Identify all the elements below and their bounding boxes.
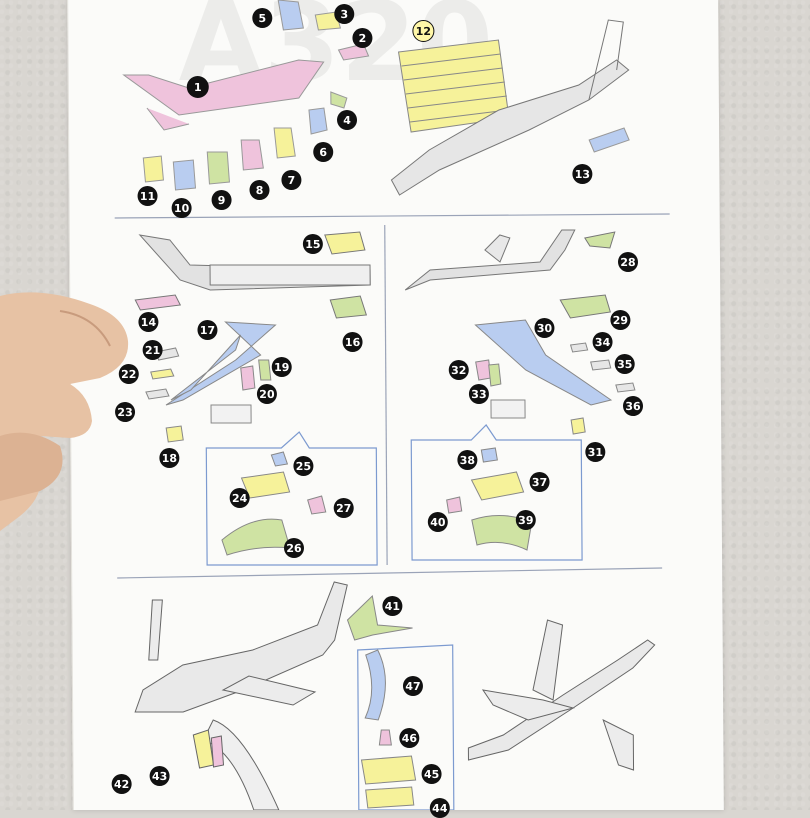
divider-bottom: [117, 567, 663, 579]
label-2: 2: [352, 28, 373, 48]
label-9: 9: [211, 190, 232, 210]
label-38: 38: [457, 450, 478, 470]
instruction-drawings: A320: [114, 0, 670, 810]
detail-box-right: [410, 424, 583, 561]
label-39: 39: [515, 510, 536, 530]
blue-wing-left: [165, 321, 277, 406]
label-3: 3: [334, 4, 355, 24]
label-18: 18: [159, 448, 180, 468]
stand-detail-box: [357, 644, 455, 810]
label-35: 35: [614, 354, 635, 374]
label-27: 27: [333, 498, 354, 518]
label-20: 20: [256, 384, 277, 404]
label-30: 30: [534, 318, 555, 338]
label-11: 11: [137, 186, 158, 206]
label-19: 19: [271, 357, 292, 377]
label-29: 29: [610, 310, 631, 330]
wing-small-parts-right: [475, 342, 636, 435]
label-46: 46: [399, 728, 420, 748]
fuselage-assembly-left: [134, 231, 371, 319]
label-17: 17: [197, 320, 218, 340]
green-tail-41: [346, 594, 413, 641]
label-6: 6: [313, 142, 334, 162]
fuselage-assembly-right: [404, 229, 616, 319]
label-12: 12: [412, 20, 435, 42]
label-7: 7: [281, 170, 302, 190]
divider-middle: [384, 225, 388, 565]
label-21: 21: [142, 340, 163, 360]
label-36: 36: [622, 396, 644, 416]
label-8: 8: [249, 180, 270, 200]
label-5: 5: [252, 8, 273, 28]
wing-small-parts-left: [145, 347, 272, 443]
label-1: 1: [186, 76, 209, 98]
label-31: 31: [585, 442, 606, 462]
label-45: 45: [421, 764, 442, 784]
label-34: 34: [592, 332, 613, 352]
label-24: 24: [229, 488, 250, 508]
label-42: 42: [111, 774, 132, 794]
label-26: 26: [283, 538, 305, 558]
label-10: 10: [171, 198, 192, 218]
blue-part-13: [588, 127, 630, 153]
label-25: 25: [293, 456, 314, 476]
label-47: 47: [402, 676, 424, 696]
hand: [0, 292, 129, 531]
detail-box-left: [205, 431, 378, 566]
label-32: 32: [448, 360, 469, 380]
label-15: 15: [302, 234, 323, 254]
label-4: 4: [336, 110, 358, 130]
label-16: 16: [342, 332, 363, 352]
gray-skeleton-top: [390, 19, 630, 196]
label-43: 43: [149, 766, 170, 786]
divider-top: [114, 213, 670, 219]
instruction-sheet: A320: [67, 0, 724, 818]
blue-wing-right: [474, 319, 613, 406]
label-28: 28: [617, 252, 639, 272]
assembled-plane-right: [467, 619, 656, 771]
label-13: 13: [572, 164, 593, 184]
label-40: 40: [427, 512, 448, 532]
label-44: 44: [429, 798, 450, 818]
label-37: 37: [529, 472, 550, 492]
label-33: 33: [468, 384, 489, 404]
label-41: 41: [382, 596, 403, 616]
pink-fuselage-piece: [122, 59, 325, 131]
small-parts-top: [142, 0, 370, 191]
